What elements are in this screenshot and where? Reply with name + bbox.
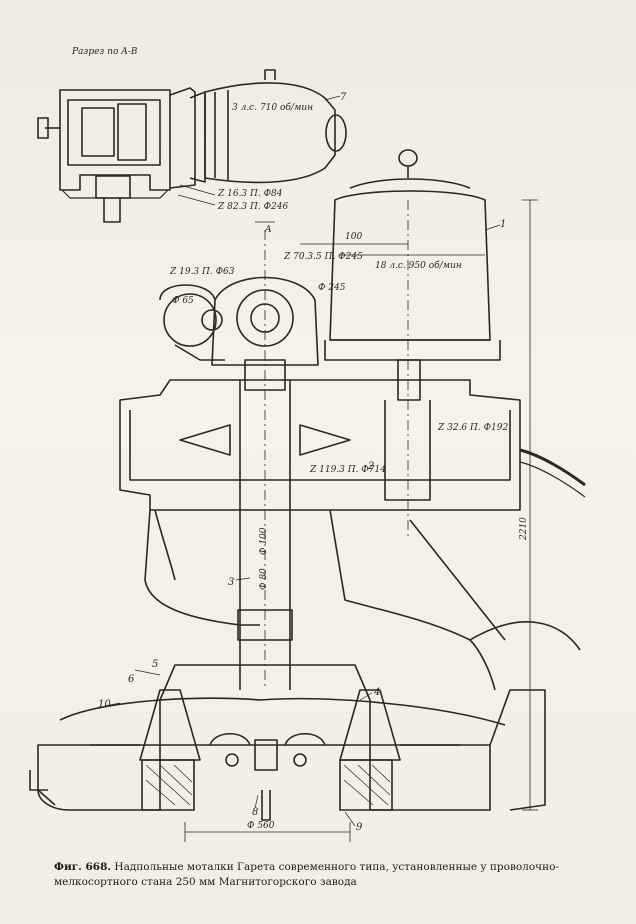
gear6-label: Z 119.3 П. Ф714 <box>310 465 386 475</box>
callout-6: 6 <box>128 674 135 685</box>
callout-7: 7 <box>340 92 347 103</box>
caption-text: Надпольные моталки Гарета современного т… <box>54 861 559 888</box>
main-motor <box>324 149 501 540</box>
shaft-dim-1: Ф 100 <box>259 527 269 555</box>
dim-top-label: 100 <box>345 232 363 242</box>
callout-3: 3 <box>228 577 235 588</box>
motor-small-label: 3 л.с. 710 об/мин <box>232 103 314 113</box>
figure-caption: Фиг. 668. Надпольные моталки Гарета совр… <box>54 860 594 890</box>
callout-1: 1 <box>500 219 507 230</box>
gear5-label: Z 32.6 П. Ф192 <box>438 423 509 433</box>
callout-9: 9 <box>356 822 363 833</box>
shaft-dim-2: Ф 80 <box>259 568 269 590</box>
callout-4: 4 <box>374 687 381 698</box>
main-housing <box>119 359 586 691</box>
caption-fig-number: Фиг. 668. <box>54 861 112 873</box>
base-basket <box>29 664 546 821</box>
gear2-label: Z 82.3 П. Ф246 <box>218 202 289 212</box>
gear3-label: Z 19.3 П. Ф63 <box>170 267 235 277</box>
callout-2: 2 <box>368 461 375 472</box>
section-title: Разрез по A-B <box>72 47 138 57</box>
callout-8: 8 <box>252 807 259 818</box>
dim-bottom-label: Ф 560 <box>247 821 275 831</box>
gear4-label: Z 70.3.5 П. Ф245 <box>284 252 363 262</box>
dim-left-label: Ф 65 <box>172 296 194 306</box>
section-letter: A <box>265 225 272 235</box>
dim-right-label: Ф 245 <box>318 283 346 293</box>
small-section-view <box>37 69 347 223</box>
gear1-label: Z 16.3 П. Ф84 <box>218 189 283 199</box>
callout-10: 10 <box>98 699 111 710</box>
motor-big-label: 18 л.с. 950 об/мин <box>375 261 462 271</box>
callout-5: 5 <box>152 659 159 670</box>
gear-head <box>159 230 319 690</box>
dim-height-label: 2210 <box>519 517 529 540</box>
